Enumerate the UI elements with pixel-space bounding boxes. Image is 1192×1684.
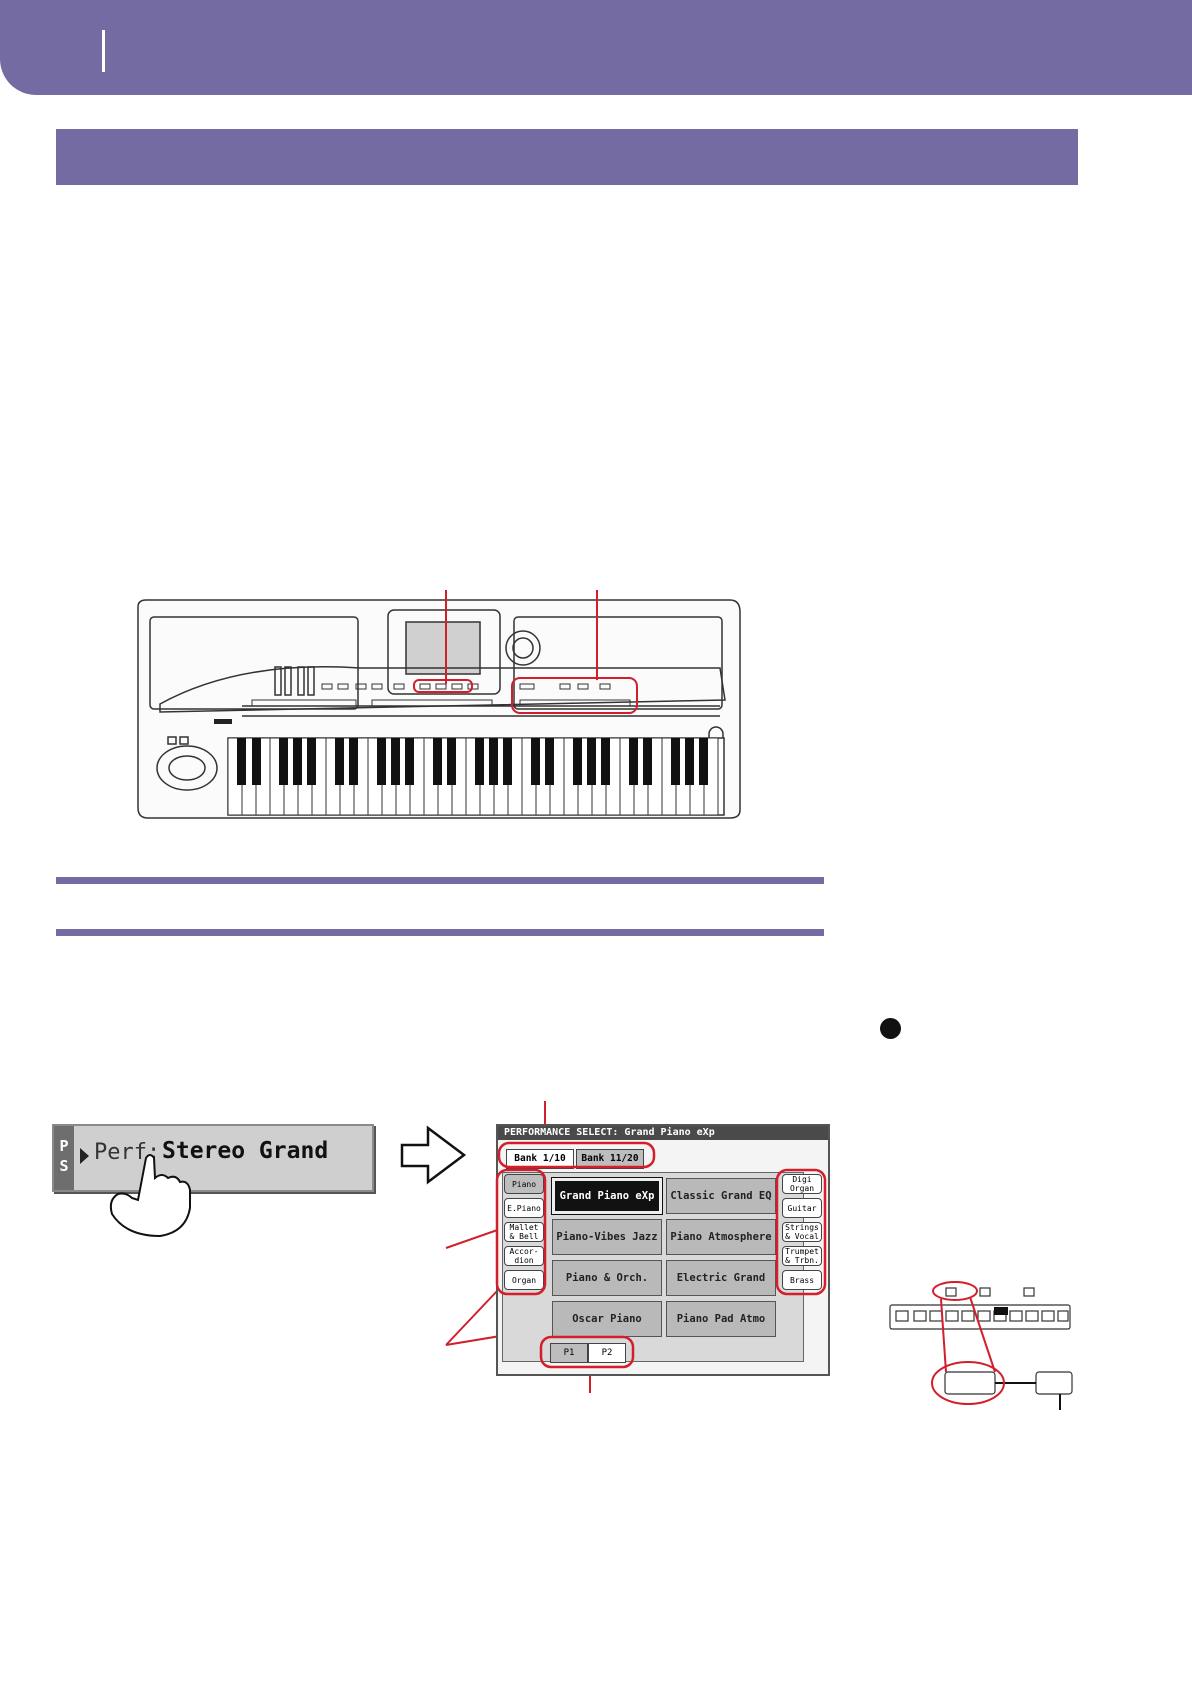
category-brass[interactable]: Brass bbox=[782, 1270, 822, 1290]
performance-item[interactable]: Piano Pad Atmo bbox=[666, 1301, 776, 1337]
screen-title: PERFORMANCE SELECT: Grand Piano eXp bbox=[498, 1126, 828, 1140]
ps-tag: P S bbox=[54, 1126, 74, 1190]
section-title-bar bbox=[56, 129, 1078, 185]
pointing-hand-icon bbox=[109, 1154, 191, 1238]
category-strings-vocal[interactable]: Strings & Vocal bbox=[782, 1222, 822, 1242]
category-organ[interactable]: Organ bbox=[504, 1270, 544, 1290]
header-divider bbox=[102, 30, 105, 72]
bank-tab-1[interactable]: Bank 1/10 bbox=[506, 1149, 574, 1169]
page-tab-p1[interactable]: P1 bbox=[550, 1343, 588, 1363]
performance-item[interactable]: Oscar Piano bbox=[552, 1301, 662, 1337]
performance-item[interactable]: Electric Grand bbox=[666, 1260, 776, 1296]
performance-item[interactable]: Classic Grand EQ bbox=[666, 1178, 776, 1214]
category-accordion[interactable]: Accor- dion bbox=[504, 1246, 544, 1266]
perf-value: Stereo Grand bbox=[162, 1138, 329, 1164]
category-digi-organ[interactable]: Digi Organ bbox=[782, 1174, 822, 1194]
subsection-rule-top bbox=[56, 877, 824, 884]
performance-item[interactable]: Piano Atmosphere bbox=[666, 1219, 776, 1255]
button-panel-detail bbox=[889, 1287, 1073, 1395]
header-band bbox=[0, 0, 1192, 95]
bank-tab-2[interactable]: Bank 11/20 bbox=[576, 1149, 644, 1169]
category-piano[interactable]: Piano bbox=[504, 1174, 544, 1194]
perf-arrow-icon bbox=[80, 1148, 89, 1164]
performance-item[interactable]: Grand Piano eXp bbox=[551, 1177, 663, 1215]
performance-item[interactable]: Piano-Vibes Jazz bbox=[552, 1219, 662, 1255]
subsection-rule-bottom bbox=[56, 929, 824, 936]
outline-right-arrow-icon bbox=[400, 1125, 467, 1185]
page-tab-p2[interactable]: P2 bbox=[588, 1343, 626, 1363]
category-trumpet-trbn[interactable]: Trumpet & Trbn. bbox=[782, 1246, 822, 1266]
perf-display[interactable]: P S Perf: Stereo Grand bbox=[52, 1124, 374, 1192]
category-epiano[interactable]: E.Piano bbox=[504, 1198, 544, 1218]
note-bullet bbox=[880, 1018, 901, 1039]
category-mallet-bell[interactable]: Mallet & Bell bbox=[504, 1222, 544, 1242]
category-guitar[interactable]: Guitar bbox=[782, 1198, 822, 1218]
performance-item[interactable]: Piano & Orch. bbox=[552, 1260, 662, 1296]
